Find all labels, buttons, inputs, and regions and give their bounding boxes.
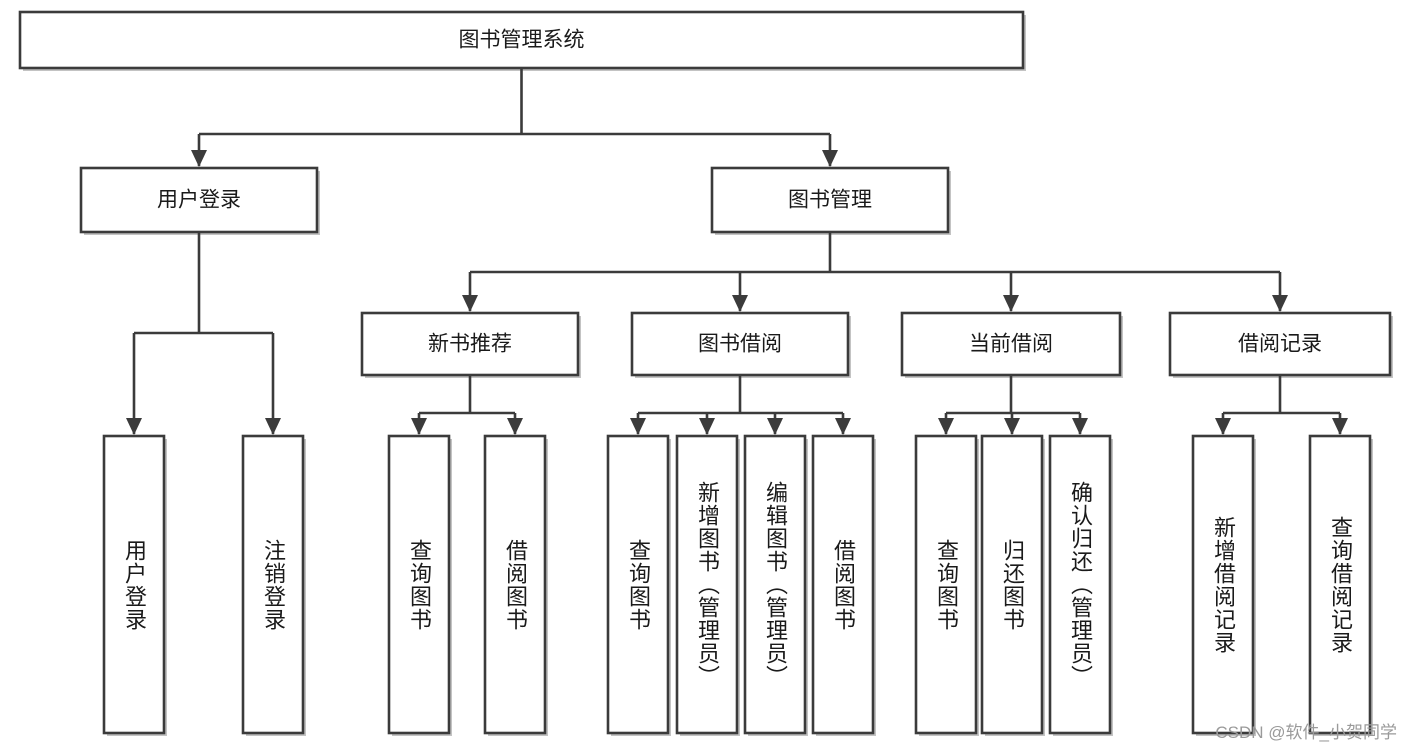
node-label-current-borrow: 当前借阅 xyxy=(969,333,1053,356)
arrow-to-leaf-query-book-3 xyxy=(938,418,954,435)
node-leaf-add-book[interactable] xyxy=(675,434,739,735)
node-leaf-add-record[interactable] xyxy=(1191,434,1255,735)
node-leaf-borrow-book-2[interactable] xyxy=(811,434,875,735)
node-leaf-query-book-1[interactable] xyxy=(387,434,451,735)
arrow-to-new-book-recommend xyxy=(462,295,478,312)
node-current-borrow[interactable] xyxy=(900,311,1122,377)
arrow-to-leaf-add-book xyxy=(699,418,715,435)
arrow-to-book-manage xyxy=(822,150,838,167)
node-book-manage[interactable] xyxy=(710,166,950,234)
node-leaf-query-book-2[interactable] xyxy=(606,434,670,735)
arrow-to-leaf-query-book-1 xyxy=(411,418,427,435)
arrow-to-leaf-user-login xyxy=(126,418,142,435)
node-leaf-return-book[interactable] xyxy=(980,434,1044,735)
node-label-book-manage: 图书管理 xyxy=(788,189,872,212)
box-layer xyxy=(18,10,1392,735)
node-borrow-record[interactable] xyxy=(1168,311,1392,377)
node-label-user-login: 用户登录 xyxy=(157,189,241,212)
node-user-login[interactable] xyxy=(79,166,319,234)
node-label-borrow-record: 借阅记录 xyxy=(1238,333,1322,356)
node-leaf-confirm-return[interactable] xyxy=(1048,434,1112,735)
node-leaf-user-logout[interactable] xyxy=(241,434,305,735)
node-new-book-recommend[interactable] xyxy=(360,311,580,377)
node-book-borrow[interactable] xyxy=(630,311,850,377)
node-label-new-book-recommend: 新书推荐 xyxy=(428,333,512,356)
node-leaf-user-login[interactable] xyxy=(102,434,166,735)
arrow-to-user-login xyxy=(191,150,207,167)
node-label-book-borrow: 图书借阅 xyxy=(698,333,782,356)
watermark: CSDN @软件_小贺同学 xyxy=(1215,723,1397,742)
arrow-to-current-borrow xyxy=(1003,295,1019,312)
node-leaf-query-record[interactable] xyxy=(1308,434,1372,735)
node-label-root: 图书管理系统 xyxy=(459,29,585,52)
arrow-to-leaf-return-book xyxy=(1004,418,1020,435)
arrow-to-leaf-borrow-book-2 xyxy=(835,418,851,435)
arrow-to-borrow-record xyxy=(1272,295,1288,312)
arrow-to-leaf-edit-book xyxy=(767,418,783,435)
node-leaf-edit-book[interactable] xyxy=(743,434,807,735)
arrow-to-book-borrow xyxy=(732,295,748,312)
arrow-to-leaf-query-book-2 xyxy=(630,418,646,435)
node-root[interactable] xyxy=(18,10,1025,70)
arrow-to-leaf-query-record xyxy=(1332,418,1348,435)
node-leaf-borrow-book-1[interactable] xyxy=(483,434,547,735)
connector-layer xyxy=(126,68,1348,435)
arrow-to-leaf-borrow-book-1 xyxy=(507,418,523,435)
arrow-to-leaf-user-logout xyxy=(265,418,281,435)
arrow-to-leaf-add-record xyxy=(1215,418,1231,435)
node-leaf-query-book-3[interactable] xyxy=(914,434,978,735)
arrow-to-leaf-confirm-return xyxy=(1072,418,1088,435)
